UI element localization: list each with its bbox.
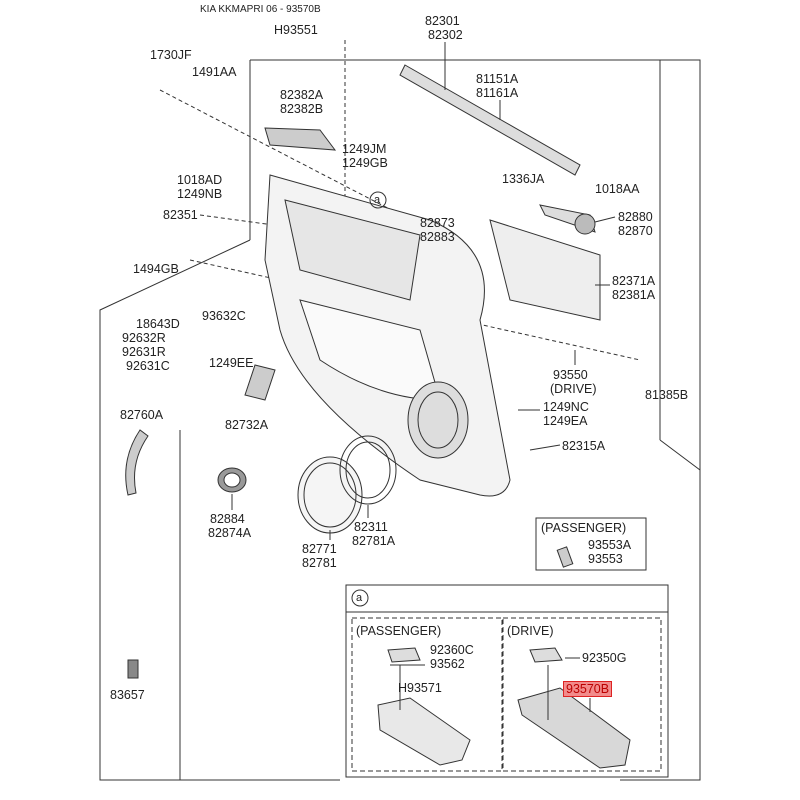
frame-line xyxy=(99,239,340,781)
part-label[interactable]: 82873 xyxy=(420,216,455,230)
highlighted-part-label[interactable]: 93570B xyxy=(563,681,613,697)
part-label[interactable]: 1336JA xyxy=(502,172,545,186)
part-label[interactable]: 1730JF xyxy=(150,48,192,62)
part-label[interactable]: 1249NC xyxy=(543,400,589,414)
part-label[interactable]: H93571 xyxy=(398,681,442,695)
part-label[interactable]: 93562 xyxy=(430,657,465,671)
drive-section-title: (DRIVE) xyxy=(507,624,554,638)
detail-a-box xyxy=(345,584,669,778)
map-pocket xyxy=(489,219,601,321)
driver-switch-panel xyxy=(517,687,631,769)
part-label[interactable]: 82884 xyxy=(210,512,245,526)
part-label[interactable]: 82732A xyxy=(225,418,269,432)
part-label[interactable]: 92631R xyxy=(122,345,166,359)
part-label[interactable]: 82351 xyxy=(163,208,198,222)
part-label[interactable]: 1491AA xyxy=(192,65,237,79)
part-label[interactable]: 82311 xyxy=(354,520,388,534)
part-label[interactable]: 82781 xyxy=(302,556,337,570)
part-label[interactable]: 82301 xyxy=(425,14,460,28)
part-label[interactable]: 82381A xyxy=(612,288,656,302)
part-label[interactable]: 81151A xyxy=(476,72,519,86)
part-label[interactable]: H93551 xyxy=(274,23,318,37)
part-label[interactable]: 82371A xyxy=(612,274,656,288)
part-label[interactable]: 82880 xyxy=(618,210,653,224)
catalog-reference: KIA KKMAPRI 06 - 93570B xyxy=(200,4,321,15)
part-label[interactable]: 1018AA xyxy=(595,182,640,196)
part-label[interactable]: 83657 xyxy=(110,688,145,702)
part-label[interactable]: 1018AD xyxy=(177,173,223,187)
detail-marker-a: a xyxy=(374,194,381,206)
part-label[interactable]: 18643D xyxy=(136,317,180,331)
part-label[interactable]: 1494GB xyxy=(133,262,179,276)
part-label[interactable]: 82382B xyxy=(280,102,324,116)
part-label[interactable]: 1249EA xyxy=(543,414,588,428)
part-label[interactable]: 81161A xyxy=(476,86,519,100)
frame-line xyxy=(250,59,701,781)
part-label[interactable]: 92350G xyxy=(582,651,627,665)
passenger-box xyxy=(535,517,647,571)
part-label[interactable]: 1249GB xyxy=(342,156,388,170)
part-label[interactable]: 81385B xyxy=(645,388,689,402)
part-label[interactable]: 1249JM xyxy=(342,142,387,156)
part-label[interactable]: 92360C xyxy=(430,643,474,657)
part-label[interactable]: 93553 xyxy=(588,552,623,566)
part-label[interactable]: 82771 xyxy=(302,542,337,556)
speaker-ring xyxy=(339,435,397,505)
part-label[interactable]: 93553A xyxy=(588,538,632,552)
speaker-grille xyxy=(297,456,363,534)
weatherstrip xyxy=(399,64,581,176)
part-note: (DRIVE) xyxy=(550,382,597,396)
part-label[interactable]: 82760A xyxy=(120,408,164,422)
part-note: (PASSENGER) xyxy=(541,521,627,535)
part-label[interactable]: 1249NB xyxy=(177,187,223,201)
part-label[interactable]: 82315A xyxy=(562,439,606,453)
part-label[interactable]: 93550 xyxy=(553,368,588,382)
part-label[interactable]: 1249EE xyxy=(209,356,254,370)
passenger-switch-bezel xyxy=(377,697,471,766)
part-label[interactable]: 92632R xyxy=(122,331,166,345)
detail-a-marker: a xyxy=(356,592,363,604)
part-label[interactable]: 82302 xyxy=(428,28,463,42)
part-label[interactable]: 93632C xyxy=(202,309,246,323)
passenger-section-title: (PASSENGER) xyxy=(356,624,442,638)
part-label[interactable]: 82870 xyxy=(618,224,653,238)
part-label[interactable]: 82874A xyxy=(208,526,252,540)
part-label[interactable]: 82883 xyxy=(420,230,455,244)
part-label[interactable]: 92631C xyxy=(126,359,170,373)
part-label[interactable]: 82781A xyxy=(352,534,396,548)
part-label[interactable]: 82382A xyxy=(280,88,324,102)
